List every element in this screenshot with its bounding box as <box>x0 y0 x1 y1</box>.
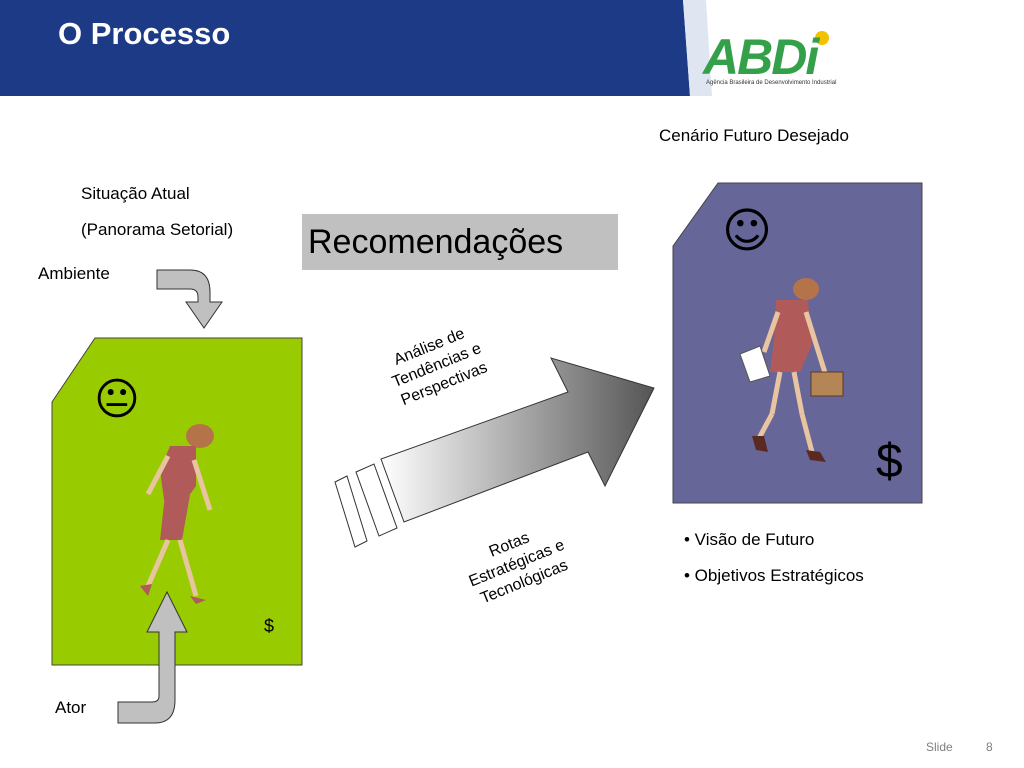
bullet-visao-futuro: • Visão de Futuro <box>684 530 815 549</box>
recomendacoes-box: Recomendações <box>302 214 618 270</box>
label-cenario-futuro: Cenário Futuro Desejado <box>659 126 849 145</box>
woman-happy-figure <box>739 278 844 462</box>
logo-accent <box>683 0 712 96</box>
bullet-objetivos: • Objetivos Estratégicos <box>684 566 864 585</box>
money-large: $ <box>876 435 903 488</box>
label-situacao-atual: Situação Atual <box>81 184 190 203</box>
neutral-face-icon: 😐 <box>94 374 140 425</box>
woman-sad-figure <box>140 424 214 604</box>
ator-arrow <box>117 590 188 724</box>
ambiente-arrow <box>156 269 223 329</box>
slide-title: O Processo <box>58 16 231 51</box>
main-arrow <box>334 357 655 548</box>
label-panorama-setorial: (Panorama Setorial) <box>81 220 234 239</box>
footer-page-number: 8 <box>986 740 993 754</box>
label-ator: Ator <box>55 698 87 717</box>
smiley-face-icon: ☺ <box>722 203 773 259</box>
label-ambiente: Ambiente <box>38 264 110 283</box>
footer-slide-label: Slide <box>926 740 953 754</box>
logo-subtitle: Agência Brasileira de Desenvolvimento In… <box>706 80 837 86</box>
money-small: $ <box>264 616 275 636</box>
logo-dot-icon <box>815 31 829 45</box>
logo-panel <box>683 0 1024 96</box>
abdi-logo: ABDi <box>703 29 819 85</box>
